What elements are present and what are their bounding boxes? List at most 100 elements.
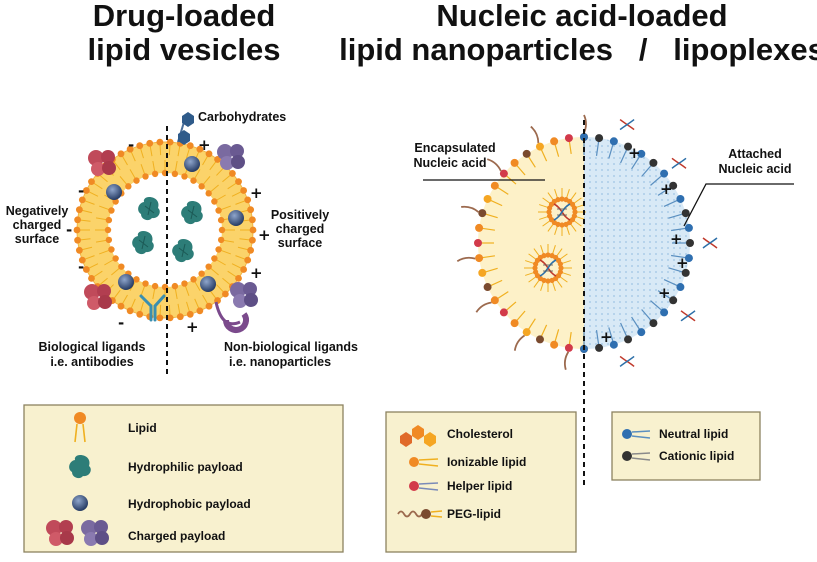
- lipid-tail: [215, 259, 226, 266]
- micelle-lipid-tail: [555, 279, 563, 288]
- lipid-head: [118, 263, 125, 270]
- lipoplex-lipid-head: [624, 335, 633, 344]
- lipoplex-lipid-tail: [631, 155, 641, 170]
- lipid-tail: [111, 267, 121, 276]
- lipid-head: [249, 216, 256, 224]
- drug-loaded-vesicle: [73, 112, 258, 375]
- micelle-lipid-tail: [554, 189, 559, 199]
- micelle-lipid-head: [571, 205, 577, 211]
- micelle-lipid-tail: [525, 260, 535, 265]
- lipid-head: [75, 246, 83, 254]
- lipid-tail: [194, 169, 201, 180]
- minus-sign: -: [128, 136, 134, 154]
- lipid-tail: [79, 219, 91, 222]
- lnp-lipid-tail: [489, 199, 503, 207]
- lipid-tail: [215, 194, 226, 201]
- lipid-head: [249, 226, 257, 234]
- lnp-lipid-tail: [515, 310, 526, 322]
- lipid-head: [74, 216, 81, 224]
- micelle-lipid-tail: [528, 253, 537, 261]
- lipid-head: [117, 302, 125, 310]
- attached-pointer-line: [683, 183, 794, 227]
- micelle-lipid-tail: [551, 245, 556, 255]
- lipid-head: [198, 270, 205, 277]
- lipid-head: [133, 177, 140, 184]
- minus-sign: -: [78, 258, 84, 276]
- antibody-ligand: [139, 294, 166, 322]
- hydrophobic-payload: [106, 184, 122, 200]
- lipid-head: [218, 226, 226, 234]
- lipid-head: [88, 274, 95, 282]
- lipid-tail: [130, 298, 136, 310]
- lipoplex-lipid-shell: [580, 133, 694, 353]
- lipid-head: [74, 236, 81, 244]
- lipid-head: [75, 206, 83, 214]
- lipoplex-lipid-head: [684, 223, 693, 232]
- lipid-head: [171, 170, 179, 178]
- lipid-tail: [223, 239, 235, 243]
- lipoplex-lipid-head: [686, 239, 694, 247]
- hydrophilic-legend-icon: [69, 455, 91, 479]
- lnp-lipid-tail: [568, 331, 572, 347]
- attached-nucleic-acids: [619, 119, 718, 367]
- lipid-head: [136, 142, 144, 150]
- micelle-lipid-tail: [539, 204, 549, 209]
- encapsulated-label-2: Nucleic acid: [414, 156, 487, 170]
- micelle-lipid-tail: [540, 245, 545, 255]
- lipid-tail: [119, 176, 128, 186]
- lipoplex-lipid-tail: [668, 213, 684, 219]
- lnp-lipid-tail: [496, 186, 509, 195]
- lipoplex-lipid-head: [660, 308, 669, 317]
- lipid-tail: [139, 301, 144, 313]
- minus-sign: -: [66, 221, 72, 239]
- lipid-tail: [216, 167, 225, 176]
- attached-label-1: Attached: [728, 147, 781, 161]
- lipoplex-lipid-head: [624, 142, 633, 151]
- lnp-core: [478, 137, 584, 349]
- charged-payload-red: [84, 284, 112, 310]
- lipid-tail: [99, 205, 110, 211]
- hydrophobic-payload: [228, 210, 244, 226]
- lipid-tail: [209, 160, 217, 171]
- lnp-lipid-head: [478, 268, 487, 277]
- charged-payload-purple: [217, 144, 245, 170]
- micelle-lipid-tail: [547, 192, 555, 201]
- lipid-head: [88, 178, 95, 186]
- lnp-lipid-tail: [527, 155, 536, 168]
- lnp-lipid-tail: [568, 139, 572, 155]
- micelle-lipid-tail: [528, 275, 537, 283]
- plus-sign: +: [660, 180, 673, 198]
- right-title-line2: lipid nanoparticles / lipoplexes: [339, 32, 817, 67]
- lipid-tail: [220, 249, 231, 255]
- lipid-tail: [209, 289, 217, 300]
- biological-ligands-label-2: i.e. antibodies: [50, 355, 133, 369]
- hydrophilic-payload: [132, 231, 154, 255]
- lnp-lipid-head: [522, 149, 531, 158]
- lipid-head: [78, 196, 86, 204]
- lipid-tail: [235, 200, 246, 205]
- lipid-tail: [222, 174, 232, 183]
- micelle-lipid-tail: [540, 281, 545, 291]
- lipoplex-lipid-tail: [650, 174, 663, 186]
- legend-neutral-label: Neutral lipid: [659, 427, 728, 441]
- lipoplex-lipid-head: [649, 319, 658, 328]
- lipid-head: [217, 236, 225, 244]
- plus-sign: +: [670, 230, 683, 248]
- ionizable-lipid-legend-icon: [409, 457, 439, 467]
- lipoplex-lipid-head: [669, 181, 678, 190]
- attached-nucleic-acid: [619, 119, 635, 131]
- negative-surface-label-1: Negatively: [6, 204, 69, 218]
- lipid-tail: [84, 200, 95, 205]
- lipid-tail: [202, 294, 209, 305]
- lnp-lipid-head: [564, 343, 573, 352]
- lipid-head: [217, 216, 225, 224]
- lipid-tail: [184, 285, 190, 296]
- micelle-lipid-tail: [573, 197, 582, 205]
- lipoplex-lipid-head: [595, 134, 604, 143]
- lipid-tail: [174, 160, 178, 172]
- lipid-tail: [149, 145, 153, 157]
- lipoplex-lipid-head: [676, 283, 685, 292]
- plus-sign: +: [600, 328, 613, 346]
- lipid-tail: [121, 155, 128, 166]
